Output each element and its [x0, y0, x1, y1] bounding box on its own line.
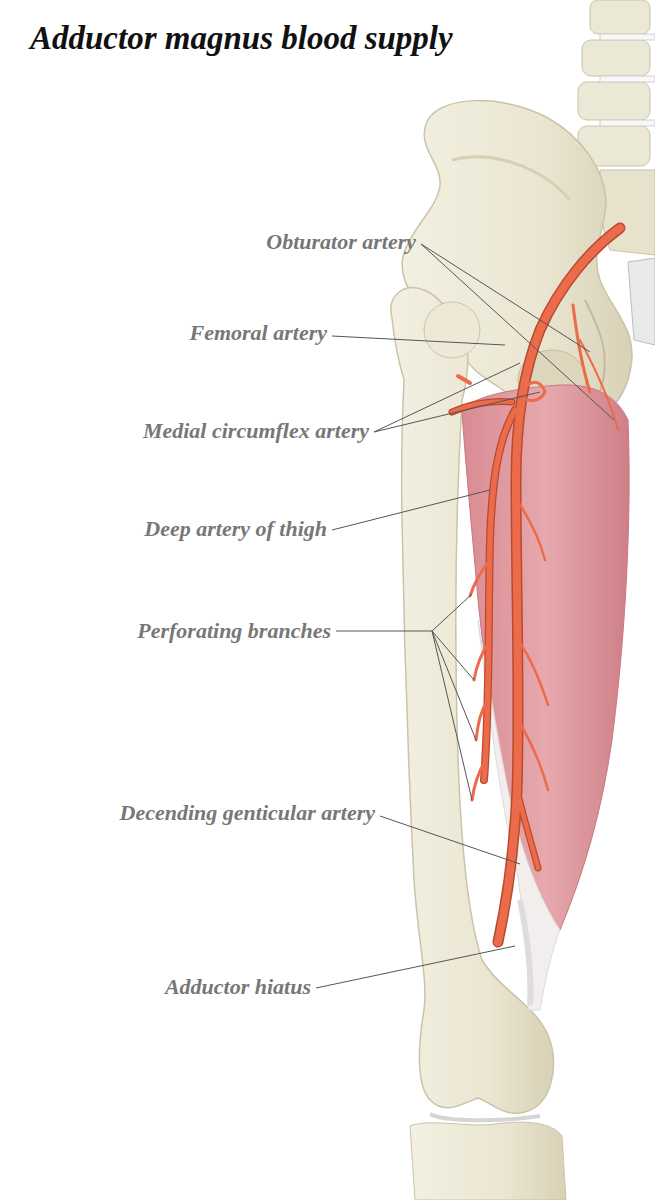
leader-line — [432, 594, 472, 631]
iliac-crest-shade — [452, 157, 570, 200]
disc — [600, 76, 655, 82]
leader-lines — [316, 244, 614, 988]
tendon-insertion — [520, 900, 531, 1005]
muscular-branch — [518, 720, 548, 790]
part-label: Medial circumflex artery — [143, 418, 369, 444]
muscular-branch — [518, 640, 548, 705]
part-label: Perforating branches — [137, 618, 331, 644]
pubic-ramus — [585, 300, 605, 392]
leader-line — [432, 631, 472, 800]
part-label: Deep artery of thigh — [144, 516, 327, 542]
deep-artery — [484, 410, 515, 780]
sacrum-cut — [628, 258, 655, 345]
disc — [600, 34, 655, 40]
femoral-head — [424, 302, 480, 358]
obturator-artery — [573, 305, 590, 392]
leader-line — [421, 244, 614, 420]
leader-line — [316, 946, 515, 988]
vertebra — [578, 82, 650, 120]
vertebra — [582, 40, 650, 76]
femoral-artery — [498, 228, 620, 942]
deep-artery — [484, 410, 515, 780]
disc — [600, 120, 655, 126]
circumflex-artery — [452, 401, 512, 412]
perforating-branch — [470, 560, 490, 596]
part-label: Obturator artery — [266, 229, 416, 255]
obturator-branch — [580, 340, 618, 430]
part-label: Adductor hiatus — [165, 974, 311, 1000]
tibia — [410, 1122, 566, 1200]
genicular-artery — [517, 790, 538, 868]
leader-line — [380, 816, 520, 864]
genicular-artery — [517, 790, 538, 868]
leader-line — [332, 336, 505, 345]
perforating-branch — [476, 700, 488, 740]
meniscus — [430, 1114, 540, 1120]
leader-line — [421, 244, 590, 352]
leader-line — [374, 392, 540, 432]
perforating-branch — [472, 760, 486, 800]
vertebra — [590, 0, 650, 34]
muscle — [462, 385, 629, 930]
perforating-branch — [474, 640, 490, 680]
artery-outline — [452, 228, 620, 942]
circumflex-artery — [452, 401, 512, 412]
circumflex-branch — [458, 376, 470, 383]
title: Adductor magnus blood supply — [30, 18, 453, 58]
leader-line — [374, 363, 520, 432]
part-label: Decending genticular artery — [120, 800, 375, 826]
circumflex-loop — [520, 382, 545, 400]
adductor-magnus — [462, 385, 629, 1010]
leader-line — [336, 631, 432, 632]
leader-line — [332, 490, 490, 530]
muscular-branch — [517, 500, 545, 560]
part-label: Femoral artery — [190, 320, 328, 346]
femoral-artery — [498, 228, 620, 942]
artery — [452, 228, 620, 942]
